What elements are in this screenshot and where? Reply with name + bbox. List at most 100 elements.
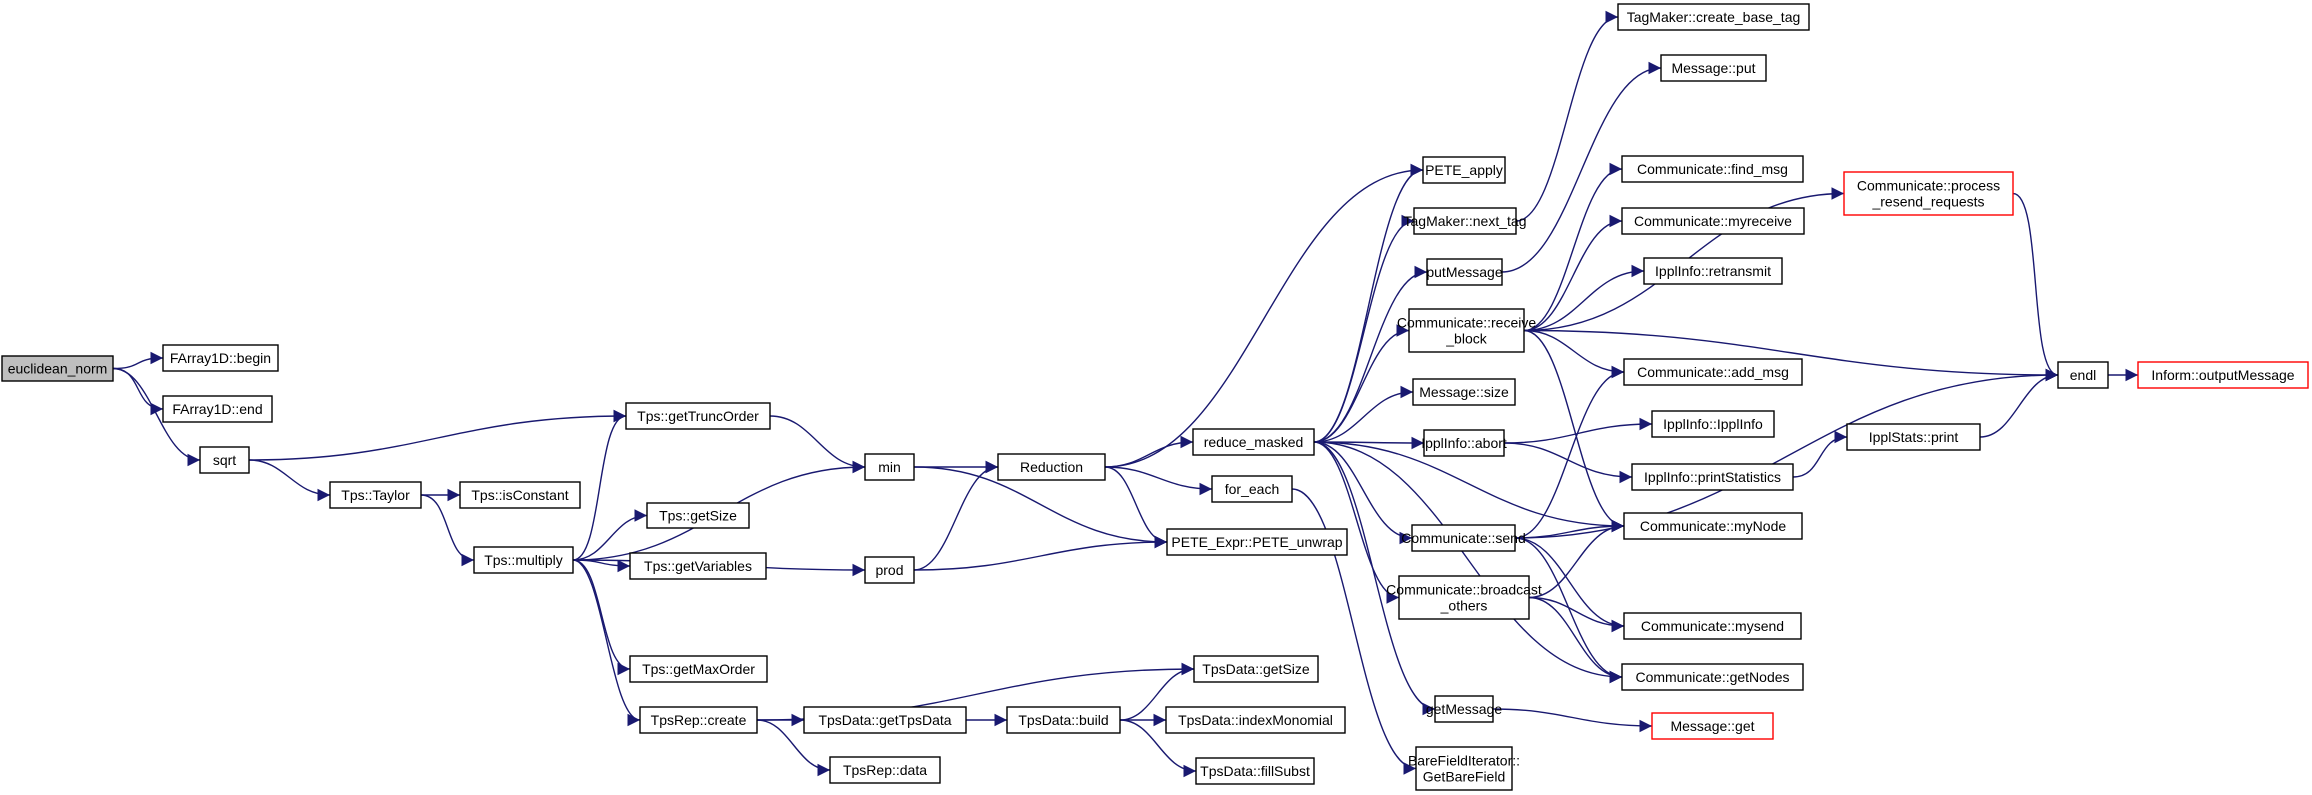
node-tpsrep_create[interactable]: TpsRep::create	[639, 706, 758, 734]
node-box	[803, 706, 967, 734]
node-box	[1415, 746, 1513, 791]
node-euclidean_norm[interactable]: euclidean_norm	[1, 355, 114, 382]
node-box	[1413, 207, 1517, 235]
node-comm_mysend[interactable]: Communicate::mysend	[1623, 612, 1802, 640]
node-label: IpplInfo::printStatistics	[1644, 469, 1781, 485]
node-box	[1408, 308, 1525, 353]
node-box	[1006, 706, 1121, 734]
node-comm_add_msg[interactable]: Communicate::add_msg	[1623, 358, 1803, 386]
node-label: Communicate::getNodes	[1635, 669, 1789, 685]
node-message_put[interactable]: Message::put	[1660, 54, 1767, 82]
node-tpsrep_data[interactable]: TpsRep::data	[829, 756, 941, 784]
node-message_size[interactable]: Message::size	[1412, 378, 1516, 406]
node-label: IpplStats::print	[1869, 429, 1959, 445]
node-box	[625, 402, 771, 430]
node-box	[1617, 3, 1810, 31]
node-label: BareFieldIterator::	[1408, 753, 1520, 769]
node-tps_gettruncorder[interactable]: Tps::getTruncOrder	[625, 402, 771, 430]
node-tpsdata_build[interactable]: TpsData::build	[1006, 706, 1121, 734]
node-label: TpsRep::create	[651, 712, 747, 728]
node-ipplinfo_printstatistics[interactable]: IpplInfo::printStatistics	[1631, 463, 1794, 491]
edge-reduce_masked-to-getmessage	[1313, 441, 1436, 716]
edge-tps_multiply-to-tps_gettruncorder	[572, 409, 627, 561]
edge-tagmaker_nexttag-to-tagmaker_create_base_tag	[1515, 10, 1619, 222]
node-comm_getnodes[interactable]: Communicate::getNodes	[1621, 663, 1804, 691]
edge-tpsdata_build-to-tpsdata_fillsubst	[1119, 719, 1197, 778]
node-label: sqrt	[213, 452, 236, 468]
node-farray_begin[interactable]: FArray1D::begin	[162, 344, 279, 372]
node-inform_outputmessage[interactable]: Inform::outputMessage	[2137, 361, 2309, 389]
node-box	[1843, 171, 2014, 216]
node-label: Communicate::myNode	[1640, 518, 1786, 534]
node-tpsdata_getsize[interactable]: TpsData::getSize	[1193, 655, 1319, 683]
node-min[interactable]: min	[864, 453, 915, 481]
node-ipplinfo_abort[interactable]: IpplInfo::abort	[1421, 429, 1507, 457]
node-tps_getmaxorder[interactable]: Tps::getMaxOrder	[629, 655, 768, 683]
edge-reduce_masked-to-comm_mynode	[1313, 441, 1625, 533]
node-comm_process_resend[interactable]: Communicate::process_resend_requests	[1843, 171, 2014, 216]
node-label: IpplInfo::abort	[1421, 435, 1507, 451]
node-reduction[interactable]: Reduction	[997, 453, 1106, 481]
edge-reduction-to-for_each	[1104, 466, 1213, 496]
node-tpsdata_fillsubst[interactable]: TpsData::fillSubst	[1195, 757, 1315, 785]
node-getmessage[interactable]: getMessage	[1426, 695, 1502, 723]
node-tagmaker_nexttag[interactable]: TagMaker::next_tag	[1404, 207, 1527, 235]
node-label: prod	[875, 562, 903, 578]
node-ipplstats_print[interactable]: IpplStats::print	[1846, 423, 1981, 451]
node-tps_taylor[interactable]: Tps::Taylor	[329, 481, 422, 509]
edge-sqrt-to-tps_gettruncorder	[248, 409, 627, 461]
node-pete_apply[interactable]: PETE_apply	[1422, 156, 1506, 184]
node-label: Message::put	[1671, 60, 1755, 76]
node-pete_unwrap[interactable]: PETE_Expr::PETE_unwrap	[1166, 528, 1348, 556]
node-box	[2137, 361, 2309, 389]
edge-layer	[112, 10, 2138, 778]
node-comm_mynode[interactable]: Communicate::myNode	[1623, 512, 1803, 540]
node-message_get[interactable]: Message::get	[1651, 712, 1774, 740]
node-farray_end[interactable]: FArray1D::end	[162, 395, 273, 423]
edge-ipplinfo_printstatistics-to-ipplstats_print	[1792, 430, 1848, 478]
node-tpsdata_indexmonomial[interactable]: TpsData::indexMonomial	[1165, 706, 1346, 734]
node-tps_getvariables[interactable]: Tps::getVariables	[629, 552, 767, 580]
node-for_each[interactable]: for_each	[1211, 475, 1293, 503]
node-prod[interactable]: prod	[864, 556, 915, 584]
node-endl[interactable]: endl	[2057, 361, 2109, 389]
node-tagmaker_create_base_tag[interactable]: TagMaker::create_base_tag	[1617, 3, 1810, 31]
node-box	[459, 481, 581, 509]
edge-comm_broadcast_others-to-comm_mynode	[1528, 519, 1625, 599]
edge-reduce_masked-to-message_size	[1313, 385, 1414, 443]
node-box	[1623, 512, 1803, 540]
node-label: endl	[2070, 367, 2096, 383]
edge-comm_receive_block-to-endl	[1523, 329, 2059, 382]
edge-comm_receive_block-to-comm_mynode	[1523, 329, 1625, 533]
node-comm_broadcast_others[interactable]: Communicate::broadcast_others	[1386, 575, 1542, 620]
node-ipplinfo_ipplinfo[interactable]: IpplInfo::IpplInfo	[1651, 410, 1775, 438]
node-reduce_masked[interactable]: reduce_masked	[1192, 428, 1315, 456]
node-ipplinfo_retransmit[interactable]: IpplInfo::retransmit	[1643, 257, 1783, 285]
node-putmessage[interactable]: putMessage	[1426, 258, 1503, 286]
node-tps_multiply[interactable]: Tps::multiply	[473, 546, 574, 574]
node-tps_isconstant[interactable]: Tps::isConstant	[459, 481, 581, 509]
node-comm_myreceive[interactable]: Communicate::myreceive	[1621, 207, 1805, 235]
edge-comm_receive_block-to-comm_add_msg	[1523, 329, 1625, 379]
node-box	[1623, 358, 1803, 386]
node-label: TagMaker::next_tag	[1404, 213, 1527, 229]
node-label: Tps::getSize	[659, 508, 737, 524]
node-barefield_iterator[interactable]: BareFieldIterator::GetBareField	[1408, 746, 1520, 791]
node-tps_getsize[interactable]: Tps::getSize	[646, 502, 750, 529]
node-box	[1426, 258, 1503, 286]
edge-reduce_masked-to-tagmaker_nexttag	[1313, 214, 1415, 443]
node-sqrt[interactable]: sqrt	[199, 446, 250, 474]
node-label: PETE_Expr::PETE_unwrap	[1171, 534, 1342, 550]
node-box	[199, 446, 250, 474]
edge-putmessage-to-message_put	[1501, 61, 1662, 273]
node-box	[162, 344, 279, 372]
node-box	[1846, 423, 1981, 451]
node-label: _block	[1445, 331, 1487, 347]
node-label: PETE_apply	[1425, 162, 1503, 178]
node-comm_receive_block[interactable]: Communicate::receive_block	[1397, 308, 1536, 353]
node-tpsdata_gettpsdata[interactable]: TpsData::getTpsData	[803, 706, 967, 734]
node-comm_send[interactable]: Communicate::send	[1401, 524, 1526, 552]
node-label: euclidean_norm	[8, 361, 108, 377]
node-comm_find_msg[interactable]: Communicate::find_msg	[1621, 155, 1804, 183]
edge-reduce_masked-to-pete_apply	[1313, 163, 1424, 443]
